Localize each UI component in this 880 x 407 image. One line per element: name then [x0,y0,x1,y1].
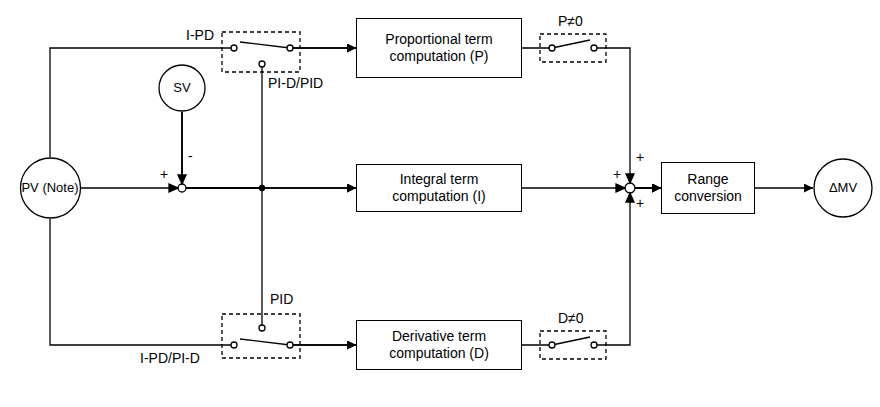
signal-line [50,48,356,157]
switch-contact [591,45,597,51]
signal-circle: PV (Note) [17,157,84,219]
switch-gap [555,40,591,54]
signal-label: PID [270,292,293,307]
switch-lever [240,339,290,345]
signal-line [522,188,661,345]
signal-line [755,187,813,188]
node-text: Derivative term computation (D) [357,328,521,362]
node-text: Proportional term computation (P) [357,31,521,65]
signal-circle: ΔMV [813,158,873,218]
signal-line [50,219,356,345]
branch-dot [260,186,265,191]
switch-contact [287,342,293,348]
circle-outline [159,65,205,111]
node-text: Range conversion [662,171,754,205]
arrow-head [169,184,178,192]
signal-label: I-PD [186,28,214,43]
circle-outline [814,159,872,217]
signal-label: + [636,196,644,211]
switch-gap [555,337,591,351]
arrow-head [178,175,186,184]
process-box: Derivative term computation (D) [356,320,522,370]
node-text: Integral term computation (I) [357,171,521,205]
signal-label: PI-D/PID [268,76,323,91]
switch-frame [540,331,606,359]
signal-line [522,48,661,188]
signal-label: + [613,167,621,182]
switch-contact [591,342,597,348]
arrow-head [626,193,634,202]
signal-label: + [160,167,168,182]
process-box: Integral term computation (I) [356,164,522,212]
switch-frame [222,314,300,358]
switch-gap [237,331,287,350]
switch-frame [540,34,606,62]
switch-contact [287,45,293,51]
switch-lever [240,42,290,48]
switch-lever [552,40,590,48]
signal-label: + [636,150,644,165]
node-text: PV (Note) [19,180,80,196]
process-box: Range conversion [661,162,755,214]
signal-label: D≠0 [558,311,584,326]
signal-label: - [188,149,193,164]
switch-contact [259,325,265,331]
signal-label: P≠0 [558,14,583,29]
signal-line [182,48,356,188]
switch-contact [259,61,265,67]
process-box: Proportional term computation (P) [356,18,522,78]
signal-label: I-PD/PI-D [140,351,200,366]
switch-contact [549,45,555,51]
switch-gap [237,38,287,61]
switch-contact [549,342,555,348]
node-text: SV [171,80,192,96]
signal-line [182,112,356,345]
signal-line [182,112,356,188]
switch-lever [552,337,590,345]
switch-contact [231,342,237,348]
signal-circle: SV [158,64,206,112]
circle-outline [20,158,80,218]
node-text: ΔMV [827,180,859,196]
arrow-head [626,174,634,183]
arrow-head [616,184,625,192]
switch-contact [231,45,237,51]
switch-frame [222,32,300,72]
